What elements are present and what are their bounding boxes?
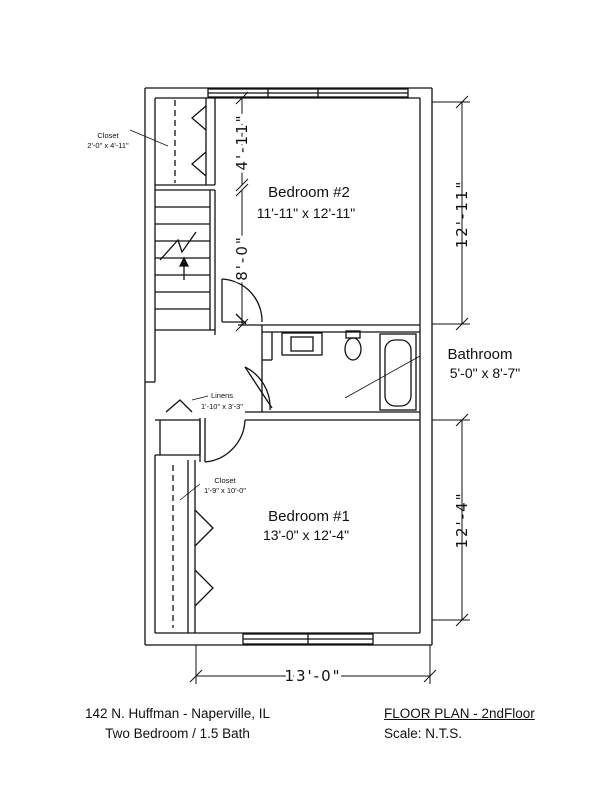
- dim-right-lower: 12'-4": [453, 491, 471, 548]
- bedroom1-door: [199, 418, 246, 463]
- window-top: [207, 88, 409, 98]
- window-bottom: [242, 633, 374, 645]
- bedroom1-size: 13'-0" x 12'-4": [263, 527, 349, 543]
- bedroom2-size: 11'-11" x 12'-11": [257, 205, 356, 221]
- footer-plan-block: FLOOR PLAN - 2ndFloor Scale: N.T.S.: [384, 704, 535, 744]
- dim-stair-height: 8'-0": [233, 235, 251, 281]
- dim-closet-height: 4'-11": [233, 113, 251, 170]
- bathroom-size: 5'-0" x 8'-7": [450, 365, 521, 381]
- footer-plan-title: FLOOR PLAN - 2ndFloor: [384, 706, 535, 721]
- bedroom1-name: Bedroom #1: [268, 508, 350, 525]
- bathroom-name: Bathroom: [447, 346, 512, 363]
- linens-size: 1'-10" x 3'-3": [201, 402, 243, 411]
- closet-bottom-size: 1'-9" x 10'-0": [204, 486, 246, 495]
- dim-bottom: 13'-0": [284, 667, 341, 685]
- closet-top-size: 2'-0" x 4'-11": [87, 141, 129, 150]
- footer-scale: Scale: N.T.S.: [384, 726, 463, 741]
- footer-address-block: 142 N. Huffman - Naperville, IL Two Bedr…: [80, 704, 275, 744]
- stairs: [155, 189, 216, 331]
- linens-name: Linens: [211, 391, 233, 400]
- bedroom2-name: Bedroom #2: [268, 184, 350, 201]
- closet-top-name: Closet: [97, 131, 119, 140]
- footer-address: 142 N. Huffman - Naperville, IL: [84, 706, 271, 721]
- dimension-lines: [189, 91, 470, 684]
- exterior-walls: [144, 87, 433, 646]
- closet-bottom-name: Closet: [214, 476, 236, 485]
- dim-right-upper: 12'-11": [453, 180, 471, 249]
- linen-closet: [155, 395, 209, 456]
- closet-bottom: [172, 460, 214, 633]
- footer-description: Two Bedroom / 1.5 Bath: [105, 726, 250, 741]
- closet-top: [129, 98, 216, 186]
- bathroom: [244, 324, 421, 421]
